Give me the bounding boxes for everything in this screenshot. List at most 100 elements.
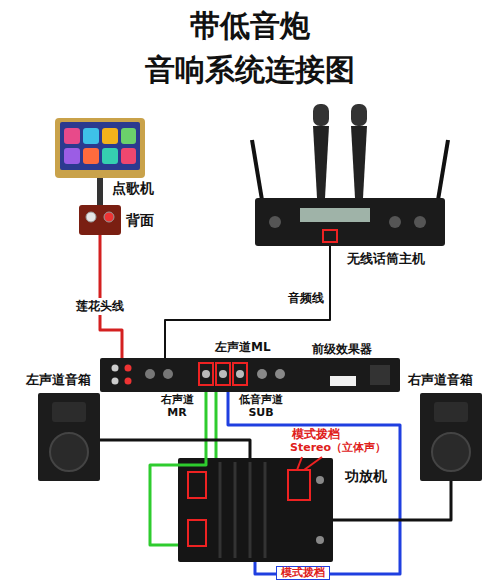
- power-amplifier: [316, 476, 324, 484]
- wireless-mic-receiver: [269, 216, 281, 228]
- power-amplifier: [178, 458, 333, 562]
- power-amplifier: [188, 472, 206, 498]
- port-label: 低音声道 SUB: [236, 394, 286, 419]
- effect-processor: [219, 370, 227, 378]
- switch-callout: Stereo（立体声）: [290, 442, 386, 455]
- wireless-mic-receiver: [414, 216, 426, 228]
- title: 带低音炮 音响系统连接图: [100, 4, 400, 92]
- wireless-mic-receiver: [351, 126, 367, 198]
- effect-processor: 前级效果器: [100, 358, 400, 392]
- wireless-mic-receiver: [389, 216, 401, 228]
- wireless-mic-receiver: [313, 104, 329, 126]
- effect-processor: [112, 378, 119, 385]
- back-panel: 背面: [79, 205, 121, 235]
- back-panel: [79, 205, 121, 235]
- right-speaker: [420, 393, 482, 481]
- power-amplifier: [288, 470, 310, 500]
- wireless-mic-receiver: [438, 140, 448, 200]
- power-amplifier: 功放机: [178, 458, 333, 562]
- karaoke-machine: [121, 128, 136, 144]
- device-label: 无线话筒主机: [347, 250, 425, 268]
- karaoke-machine: [64, 148, 80, 164]
- cable-label: 音频线: [286, 290, 326, 307]
- wireless-mic-receiver: 无线话筒主机: [255, 198, 445, 246]
- mode-switch-leader: [297, 457, 322, 470]
- effect-processor: [275, 369, 285, 379]
- device-label: 左声道音箱: [26, 371, 91, 389]
- power-amplifier: [264, 462, 267, 558]
- cable: [333, 481, 451, 520]
- effect-processor: [163, 369, 173, 379]
- effect-processor: [236, 370, 244, 378]
- cable: [228, 392, 400, 574]
- power-amplifier: [316, 536, 324, 544]
- switch-callout: 模式拨档: [276, 566, 330, 580]
- wireless-mic-receiver: [252, 104, 448, 246]
- karaoke-machine: 点歌机: [55, 118, 145, 178]
- power-amplifier: [249, 462, 252, 558]
- back-panel: [86, 212, 96, 222]
- cable: [165, 246, 330, 358]
- effect-processor: [100, 358, 400, 392]
- effect-processor: [216, 363, 230, 385]
- mode-switch-leader: [304, 457, 322, 470]
- cable: [215, 392, 218, 458]
- effect-processor: [199, 363, 213, 385]
- left-speaker: [50, 433, 88, 471]
- port-label: 右声道 MR: [155, 394, 199, 419]
- left-speaker: [52, 402, 86, 422]
- left-speaker: [38, 393, 100, 481]
- device-label: 背面: [126, 212, 154, 230]
- karaoke-machine: [55, 118, 145, 178]
- effect-processor: [100, 358, 400, 392]
- effect-processor: [330, 376, 356, 386]
- power-amplifier: [188, 520, 206, 546]
- speaker: 左声道音箱: [38, 393, 100, 481]
- effect-processor: [125, 378, 132, 385]
- effect-processor: [125, 365, 132, 372]
- karaoke-machine: [55, 118, 145, 178]
- effect-processor: [257, 369, 267, 379]
- karaoke-machine: [102, 128, 118, 144]
- cable: [150, 392, 206, 545]
- cable-label: 莲花头线: [74, 298, 126, 315]
- wireless-mic-receiver: [323, 230, 337, 242]
- right-speaker: [432, 433, 470, 471]
- effect-processor: [112, 365, 119, 372]
- wireless-mic-receiver: [300, 208, 370, 222]
- effect-processor: [202, 370, 210, 378]
- karaoke-machine: [121, 148, 136, 164]
- karaoke-machine: [83, 128, 99, 144]
- karaoke-machine: [83, 148, 99, 164]
- wireless-mic-receiver: [351, 104, 367, 126]
- left-speaker: [38, 393, 100, 481]
- power-amplifier: [234, 462, 237, 558]
- wireless-mic-receiver: [255, 198, 445, 246]
- effect-processor: [233, 363, 247, 385]
- karaoke-machine: [102, 148, 118, 164]
- cable: [100, 440, 250, 458]
- cable: [97, 178, 103, 205]
- karaoke-machine: [60, 122, 140, 170]
- wireless-mic-receiver: [313, 126, 329, 198]
- back-panel: [104, 212, 114, 222]
- effect-processor: [145, 369, 155, 379]
- back-panel: [79, 205, 121, 235]
- right-speaker: [434, 402, 468, 422]
- power-amplifier: [178, 458, 333, 562]
- switch-callout: 模式拨档: [292, 428, 340, 442]
- cable: [100, 235, 122, 358]
- speaker: 右声道音箱: [420, 393, 482, 481]
- effect-processor: [370, 365, 390, 385]
- device-label: 功放机: [345, 468, 387, 486]
- mode-switch-leader: [297, 457, 302, 470]
- wireless-mic-receiver: [252, 140, 262, 200]
- device-label: 右声道音箱: [408, 371, 473, 389]
- karaoke-machine: [64, 128, 80, 144]
- port-label: 左声道ML: [215, 341, 271, 355]
- power-amplifier: [219, 462, 222, 558]
- right-speaker: [420, 393, 482, 481]
